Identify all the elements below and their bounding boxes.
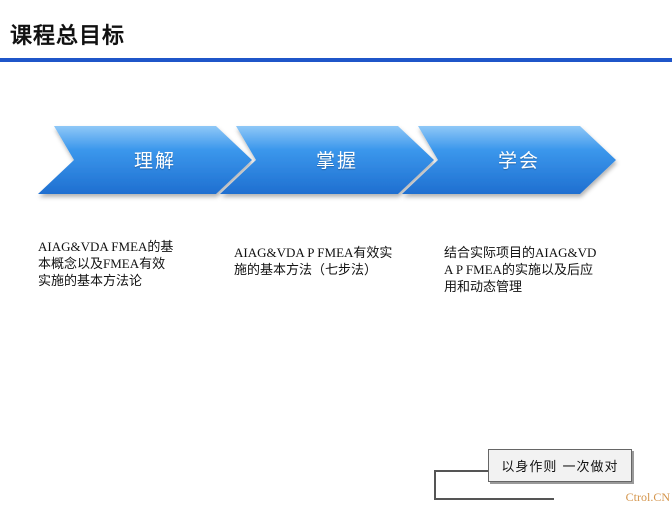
chevron-master xyxy=(220,126,434,194)
step-label-understand: 理解 xyxy=(133,150,176,172)
step-label-master: 掌握 xyxy=(315,150,358,172)
step-label-learn: 学会 xyxy=(497,150,540,172)
step-description-master: AIAG&VDA P FMEA有效实施的基本方法（七步法） xyxy=(234,245,393,277)
chevron-learn xyxy=(402,126,616,194)
watermark: Ctrol.CN xyxy=(625,490,670,504)
step-description-learn: 结合实际项目的AIAG&VDA P FMEA的实施以及后应用和动态管理 xyxy=(444,245,597,294)
title-underline xyxy=(0,58,672,62)
chevron-understand xyxy=(38,126,252,194)
page-title: 课程总目标 xyxy=(10,24,126,49)
step-description-understand: AIAG&VDA FMEA的基本概念以及FMEA有效实施的基本方法论 xyxy=(38,239,174,288)
motto-badge: 以身作则 一次做对 xyxy=(488,449,632,482)
